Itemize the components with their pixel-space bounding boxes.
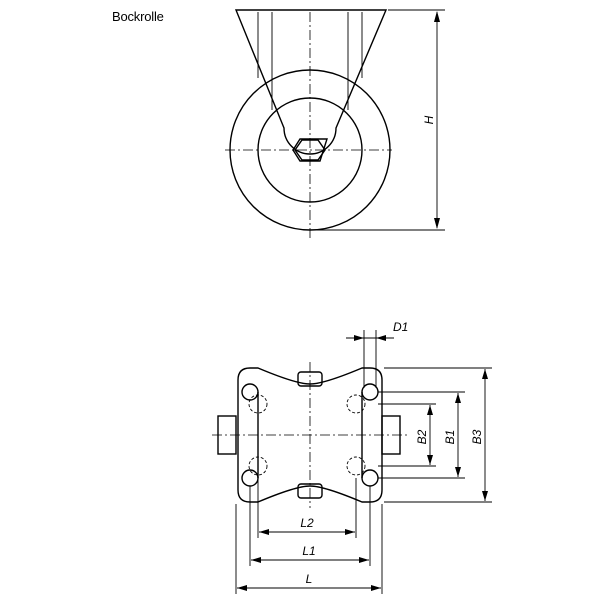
top-view: D1 B2 B1 B3 L2 L1 bbox=[212, 320, 492, 594]
b3-arrow bbox=[482, 491, 488, 501]
alt-bolt-hole bbox=[346, 456, 366, 476]
bolt-hole bbox=[241, 383, 259, 401]
l1-arrow bbox=[251, 557, 261, 563]
side-view: H bbox=[225, 9, 445, 240]
b3-label: B3 bbox=[470, 429, 484, 444]
l-arrow bbox=[237, 585, 247, 591]
d1-arrow bbox=[354, 335, 364, 341]
h-arrow-bottom bbox=[434, 218, 440, 229]
bolt-hole bbox=[241, 469, 259, 487]
l1-arrow bbox=[359, 557, 369, 563]
l-label: L bbox=[306, 572, 313, 586]
h-label: H bbox=[422, 115, 436, 124]
b3-arrow bbox=[482, 369, 488, 379]
h-arrow-top bbox=[434, 11, 440, 22]
l1-label: L1 bbox=[302, 544, 315, 558]
bracket-outline bbox=[234, 9, 388, 155]
alt-bolt-hole bbox=[248, 394, 268, 414]
b2-label: B2 bbox=[415, 429, 429, 444]
axle-nut-hex bbox=[294, 139, 326, 161]
b1-label: B1 bbox=[443, 430, 457, 445]
b2-arrow bbox=[427, 405, 433, 415]
b2-arrow bbox=[427, 455, 433, 465]
d1-arrow bbox=[376, 335, 386, 341]
alt-bolt-hole bbox=[346, 394, 366, 414]
b1-arrow bbox=[455, 467, 461, 477]
l-arrow bbox=[371, 585, 381, 591]
drawing-caption: Bockrolle bbox=[112, 9, 164, 24]
l2-arrow bbox=[259, 529, 269, 535]
d1-label: D1 bbox=[393, 320, 408, 334]
alt-bolt-hole bbox=[248, 456, 268, 476]
bolt-hole bbox=[361, 469, 379, 487]
l2-label: L2 bbox=[300, 516, 314, 530]
b1-arrow bbox=[455, 393, 461, 403]
l2-arrow bbox=[345, 529, 355, 535]
